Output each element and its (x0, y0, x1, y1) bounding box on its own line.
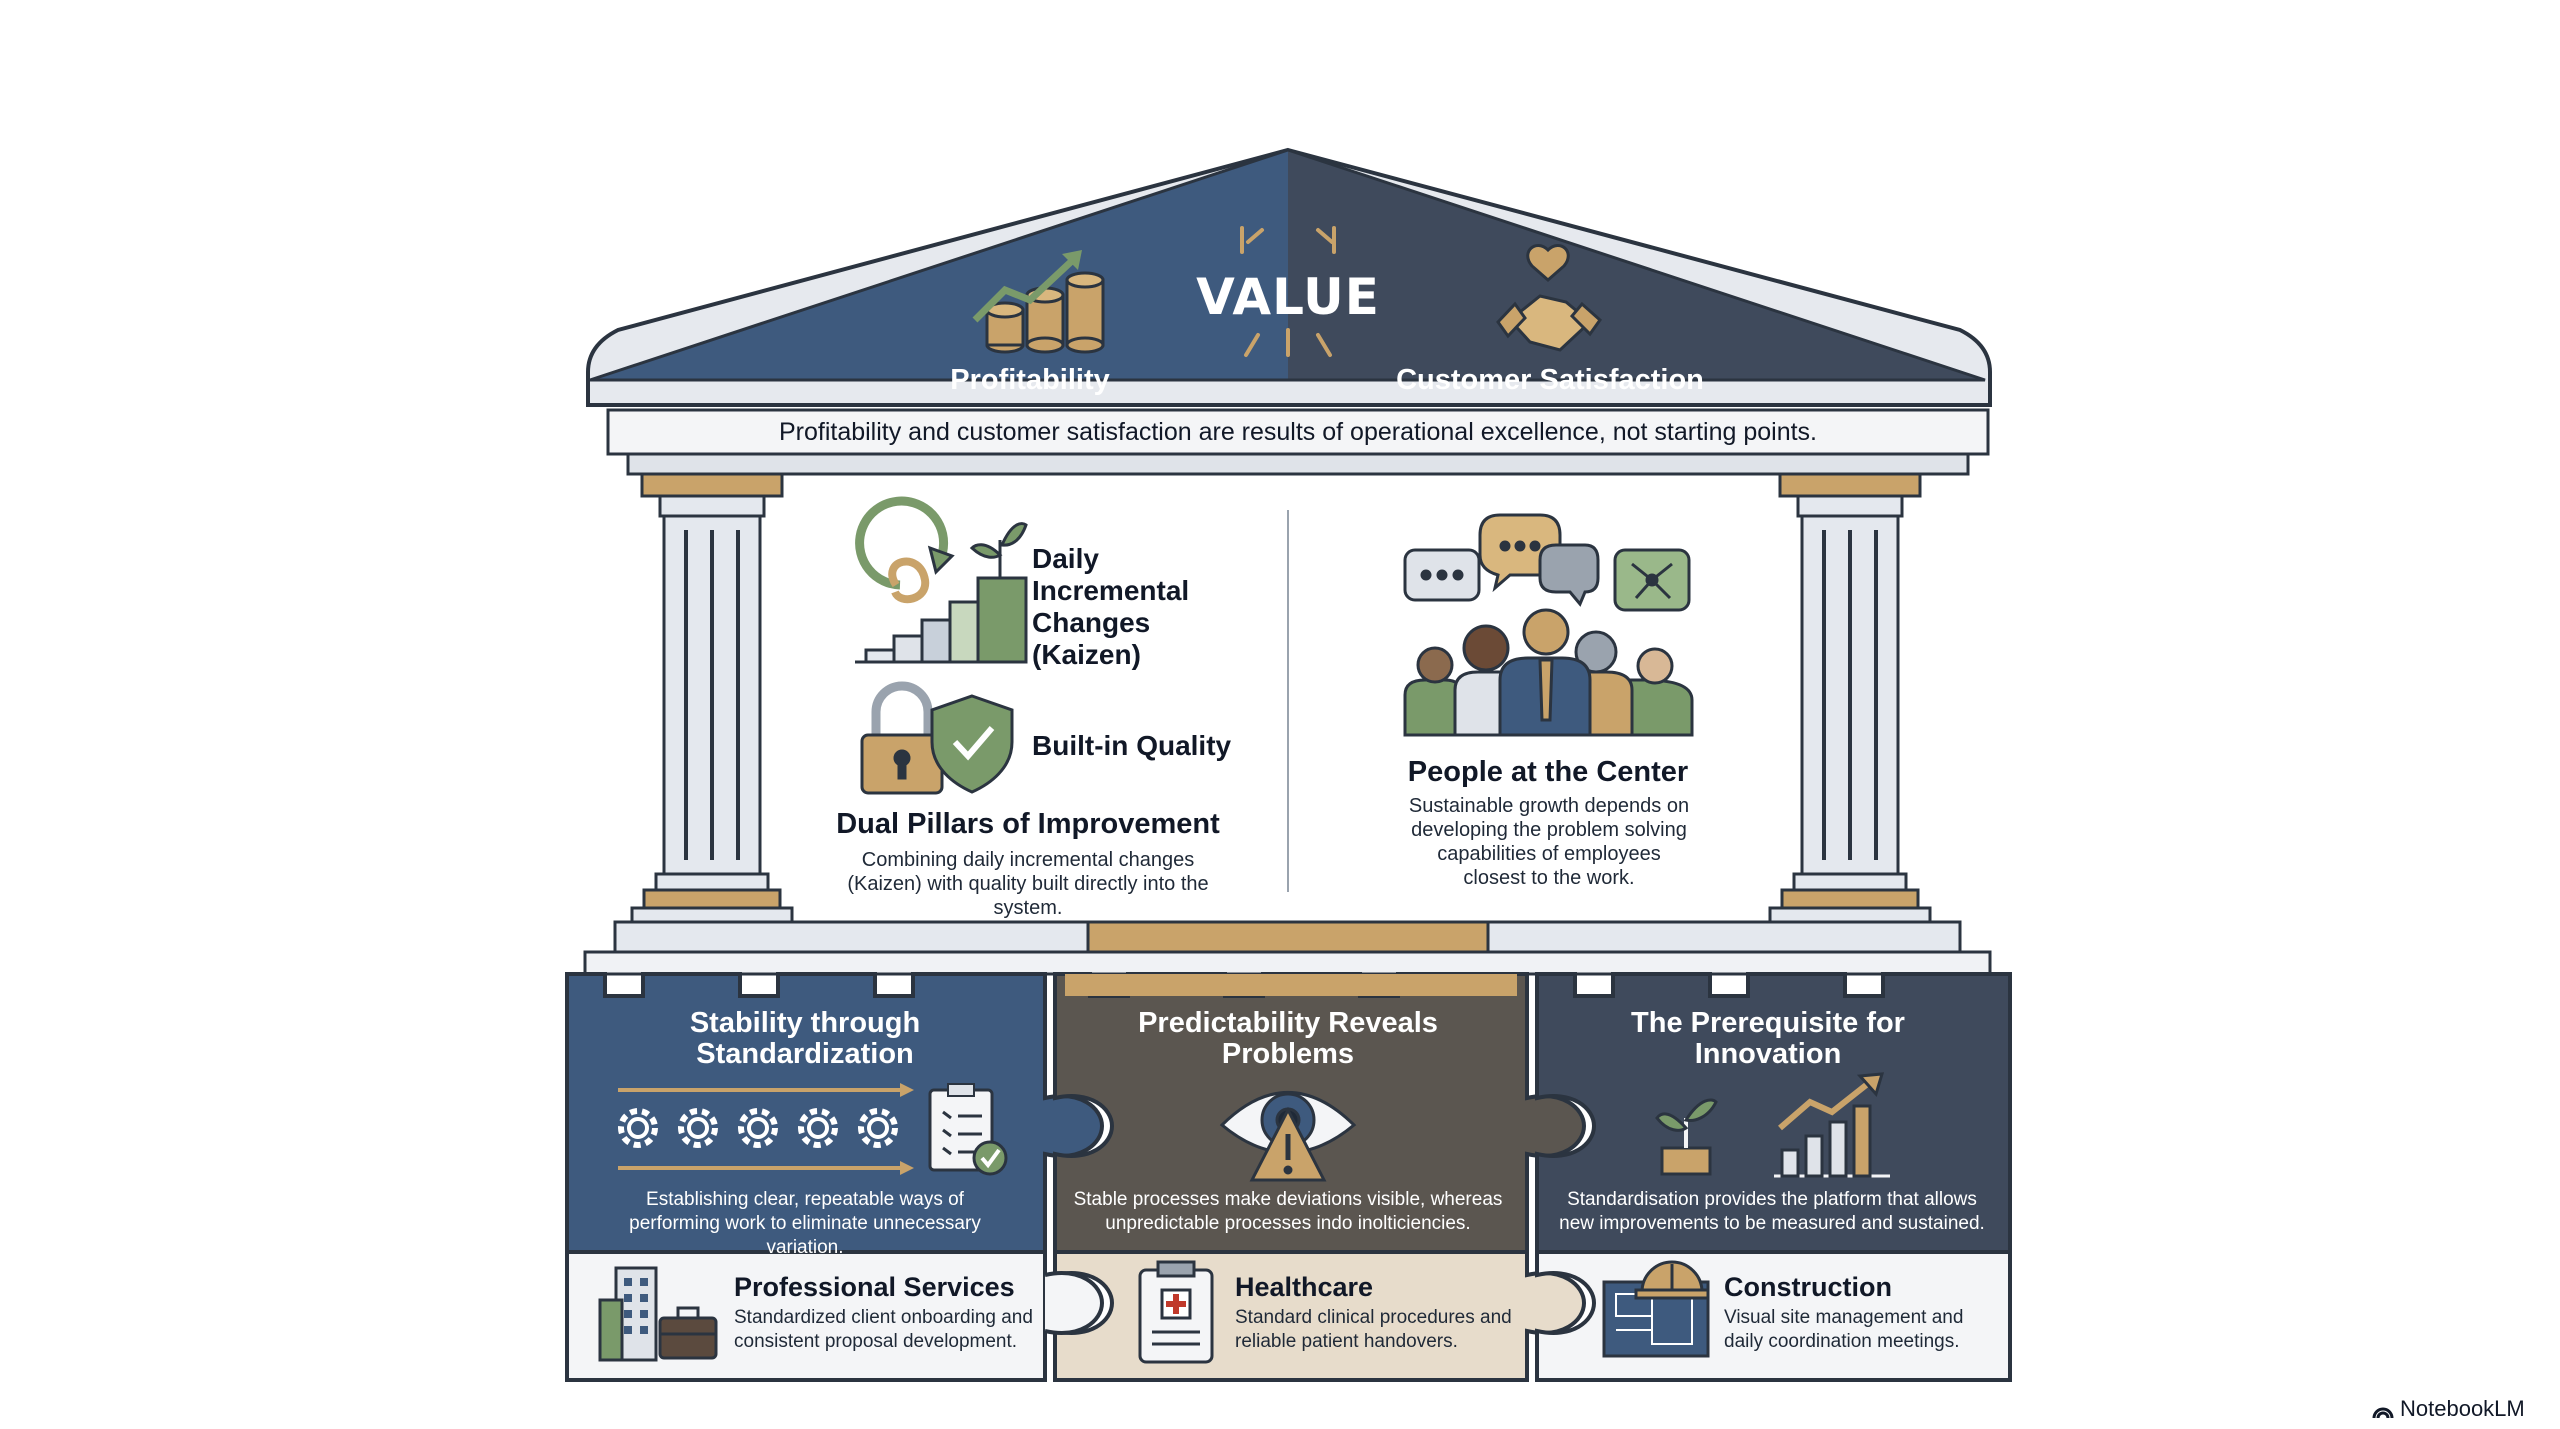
predictability-title: Predictability Reveals Problems (1138, 1007, 1438, 1070)
customer-satisfaction-label: Customer Satisfaction (1396, 364, 1704, 396)
construction-desc: Visual site management and daily coordin… (1724, 1307, 1964, 1352)
dual-pillars-title: Dual Pillars of Improvement (836, 808, 1220, 840)
handshake-heart-icon (1496, 243, 1603, 352)
brand-label: NotebookLM (2400, 1396, 2525, 1421)
people-center-title: People at the Center (1407, 756, 1689, 788)
temple-roof (586, 147, 1992, 476)
hardhat-blueprint-icon (1602, 1260, 1710, 1358)
healthcare-title: Healthcare (1235, 1272, 1374, 1302)
innovation-desc: Standardisation provides the platform th… (1559, 1189, 1985, 1234)
stability-desc: Establishing clear, repeatable ways of p… (629, 1189, 981, 1258)
plant-growth-chart-icon (1655, 1072, 1890, 1178)
professional-services-desc: Standardized client onboarding and consi… (734, 1307, 1033, 1352)
medical-clipboard-icon (1138, 1260, 1214, 1364)
notebooklm-logo-icon (2372, 1407, 2394, 1419)
construction-title: Construction (1724, 1272, 1892, 1302)
eye-warning-icon (1219, 1091, 1357, 1182)
office-briefcase-icon (598, 1266, 718, 1362)
kaizen-label: Daily Incremental Changes (Kaizen) (1032, 543, 1190, 670)
professional-services-title: Professional Services (734, 1272, 1015, 1302)
roof-caption: Profitability and customer satisfaction … (778, 418, 1818, 446)
dual-pillars-desc: Combining daily incremental changes (Kai… (847, 849, 1209, 919)
stability-title: Stability through Standardization (689, 1007, 921, 1070)
lock-shield-icon (860, 681, 1014, 795)
roof-title: VALUE (1196, 268, 1380, 326)
gears-checklist-icon (618, 1083, 1008, 1176)
built-in-quality-label: Built-in Quality (1032, 730, 1232, 761)
growth-coins-icon (972, 250, 1105, 354)
sunburst-icon (1240, 226, 1336, 357)
healthcare-desc: Standard clinical procedures and reliabl… (1235, 1307, 1512, 1352)
temple-platform (583, 920, 1992, 976)
people-team-icon (1403, 513, 1694, 737)
kaizen-cycle-icon (855, 496, 1028, 664)
right-pillar (1768, 472, 1932, 924)
left-pillar (630, 472, 794, 924)
predictability-desc: Stable processes make deviations visible… (1073, 1189, 1503, 1234)
innovation-title: The Prerequisite for Innovation (1631, 1007, 1905, 1070)
profitability-label: Profitability (950, 364, 1110, 396)
people-center-desc: Sustainable growth depends on developing… (1408, 795, 1690, 889)
